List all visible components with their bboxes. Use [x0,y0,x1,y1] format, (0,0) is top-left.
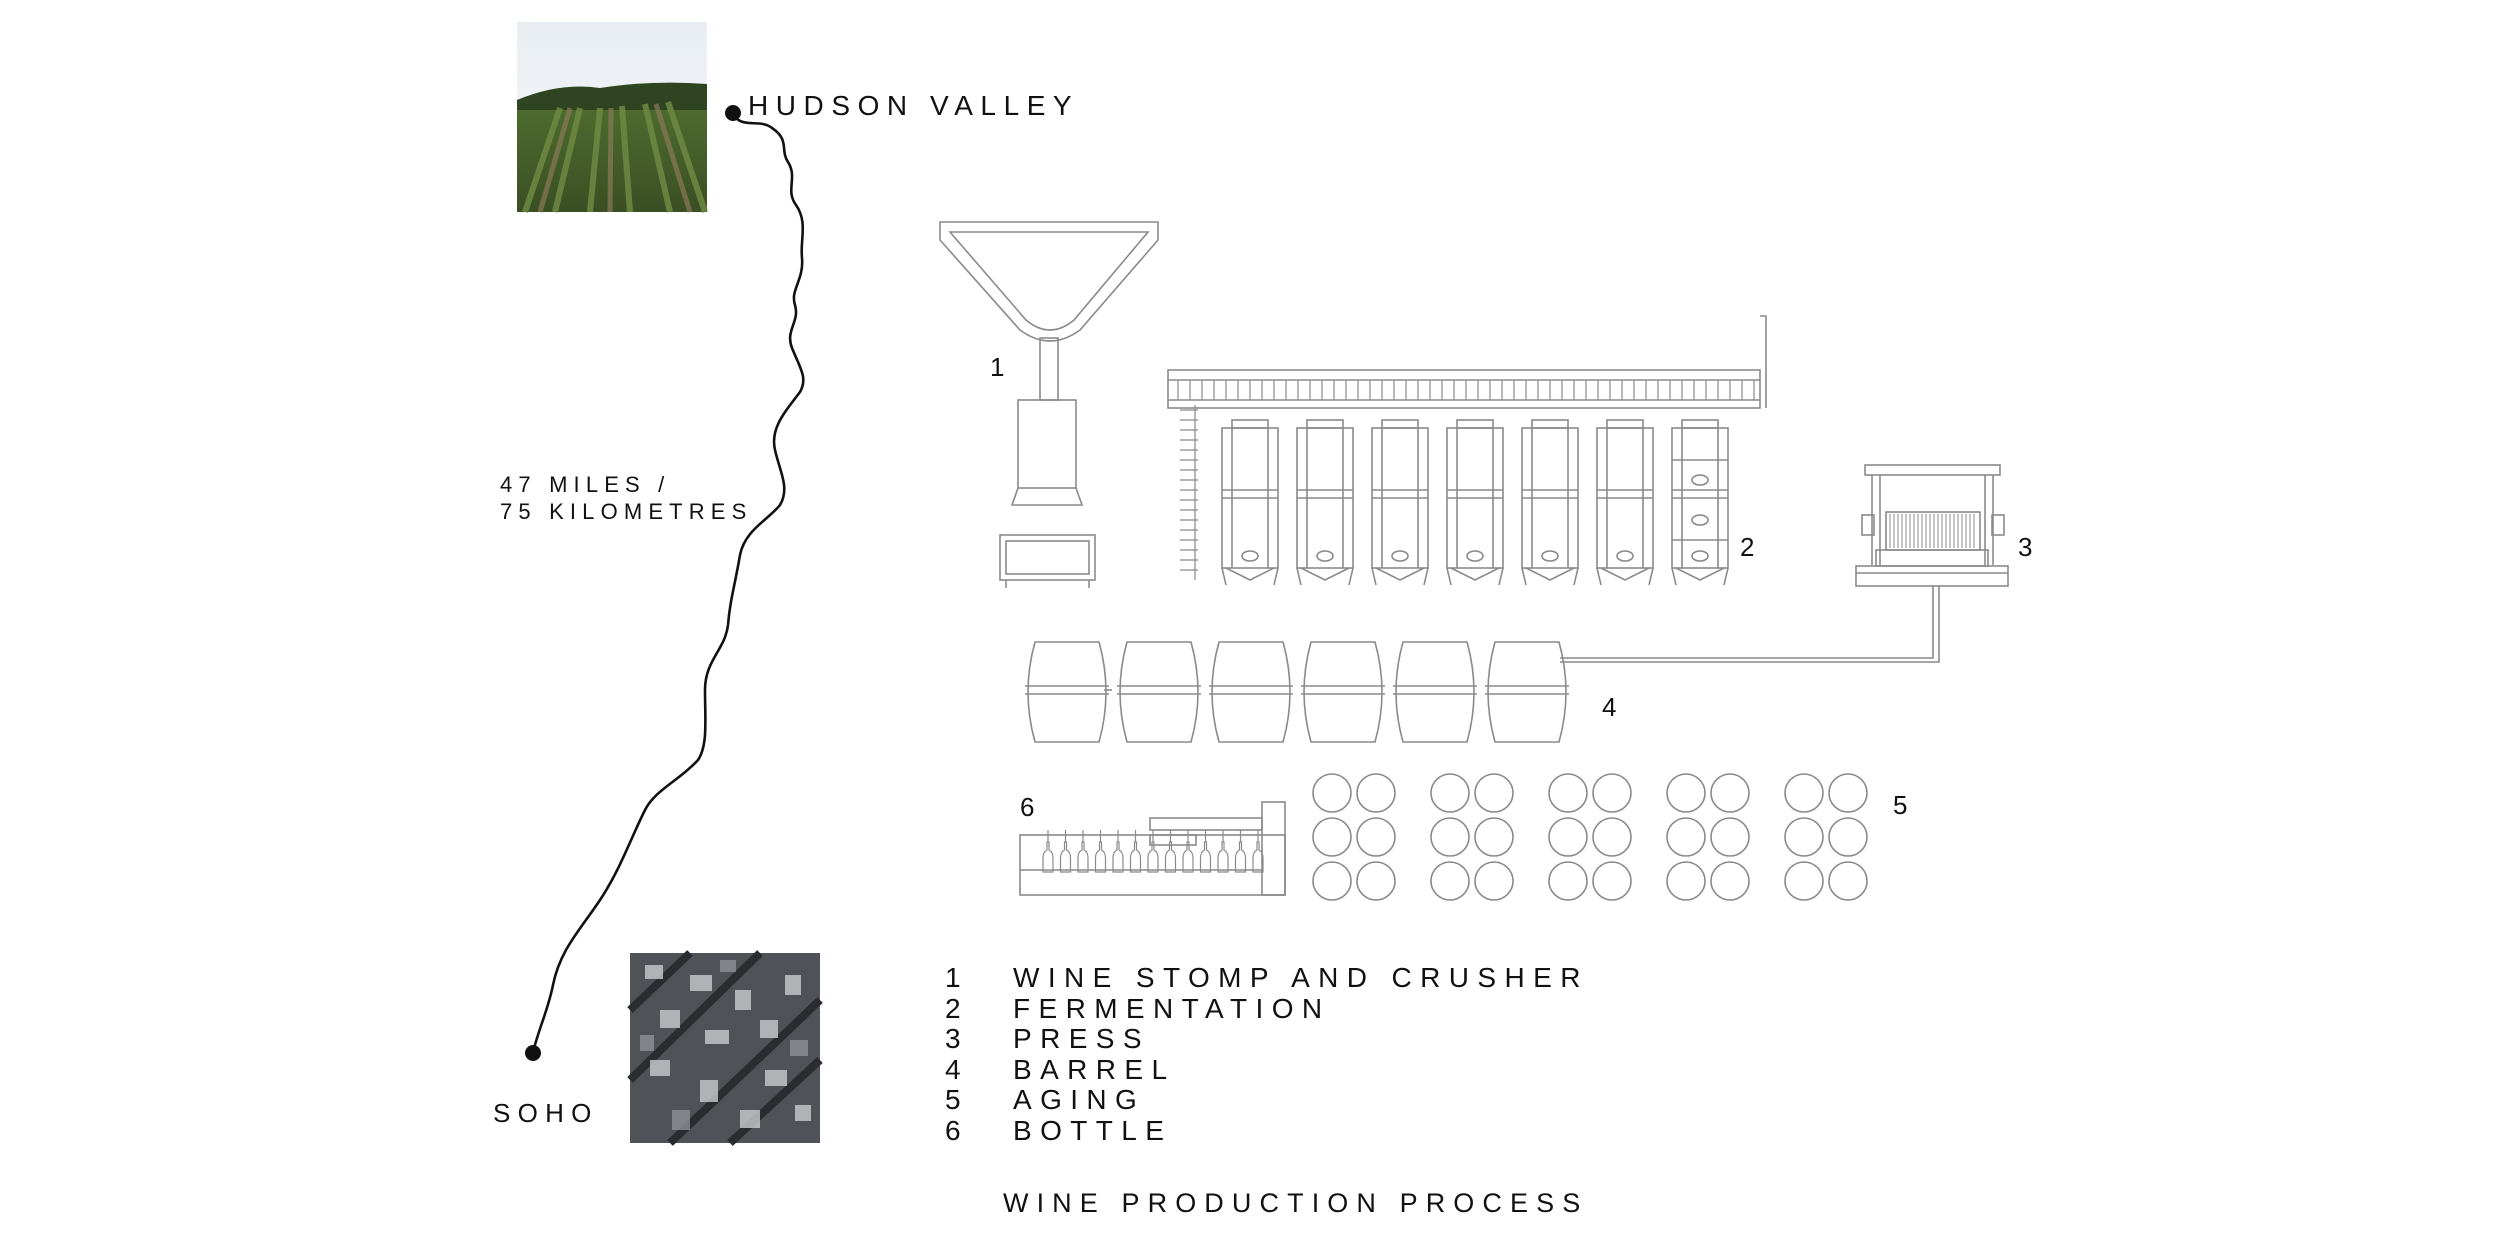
aging-cask [1710,861,1750,901]
aging-cask [1430,817,1470,857]
aging-cask [1784,817,1824,857]
aging-cask [1474,861,1514,901]
aging-cask [1784,773,1824,813]
destination-marker [525,1045,541,1061]
wine-bottle [1112,841,1124,873]
fermentation-tank [1671,419,1729,586]
wine-bottle [1077,841,1089,873]
stage-number-2: 2 [1740,532,1755,562]
aging-cask [1592,861,1632,901]
wine-bottle [1164,841,1177,873]
aging-cask [1356,861,1396,901]
origin-label: HUDSON VALLEY [748,90,1080,121]
distance-km-label: 75 KILOMETRES [500,499,753,524]
aerial-city-photo [627,950,823,1146]
wine-bottle [1234,841,1247,873]
crusher-illustration [939,221,1159,588]
aging-cask [1666,773,1706,813]
fermentation-tank [1446,419,1504,586]
aging-cask [1666,861,1706,901]
barrel [1301,641,1385,743]
aging-cask [1548,817,1588,857]
fermentation-tank [1296,419,1354,586]
stage-number-3: 3 [2018,532,2033,562]
barrel [1485,641,1569,743]
fermentation-tank [1596,419,1654,586]
fermentation-tank [1221,419,1279,586]
aging-cask [1828,861,1868,901]
aging-cask [1592,817,1632,857]
aging-cask [1710,817,1750,857]
wine-bottle [1042,841,1054,873]
aging-cask [1312,861,1352,901]
fermentation-tank [1521,419,1579,586]
route-line [531,111,805,1054]
aging-cask [1828,773,1868,813]
vineyard-photo [517,22,708,213]
aging-cask [1312,773,1352,813]
bottling-illustration [1019,801,1286,896]
barrel [1209,641,1293,743]
barrel [1393,641,1477,743]
aging-cask [1592,773,1632,813]
wine-bottle [1252,841,1264,873]
aging-cask [1430,773,1470,813]
aging-cask [1666,817,1706,857]
stage-number-4: 4 [1602,692,1617,722]
stage-number-6: 6 [1020,792,1035,822]
aging-cask [1474,817,1514,857]
aging-cask [1356,773,1396,813]
barrel [1117,641,1201,743]
wine-bottle [1094,841,1107,873]
aging-cask [1474,773,1514,813]
wine-bottle [1059,841,1072,873]
fermentation-illustration [1167,315,1767,586]
aging-cask [1430,861,1470,901]
stage-number-5: 5 [1893,790,1908,820]
wine-bottle [1217,841,1229,873]
aging-cask [1548,861,1588,901]
wine-bottle [1182,841,1194,873]
aging-cask [1312,817,1352,857]
stage-number-1: 1 [990,352,1005,382]
barrel [1025,641,1109,743]
aging-cask [1828,817,1868,857]
barrels-illustration [1025,641,1569,743]
wine-bottle [1199,841,1212,873]
wine-bottle [1147,841,1159,873]
destination-label: SOHO [493,1098,599,1128]
aging-cask [1548,773,1588,813]
wine-bottle [1129,841,1142,873]
diagram-caption: WINE PRODUCTION PROCESS [1003,1188,1589,1218]
aging-cask [1710,773,1750,813]
distance-miles-label: 47 MILES / [500,472,671,497]
aging-cask [1356,817,1396,857]
origin-marker [725,105,741,121]
aging-illustration [1312,773,1868,901]
fermentation-tank [1371,419,1429,586]
press-illustration [1560,464,2009,663]
aging-cask [1784,861,1824,901]
